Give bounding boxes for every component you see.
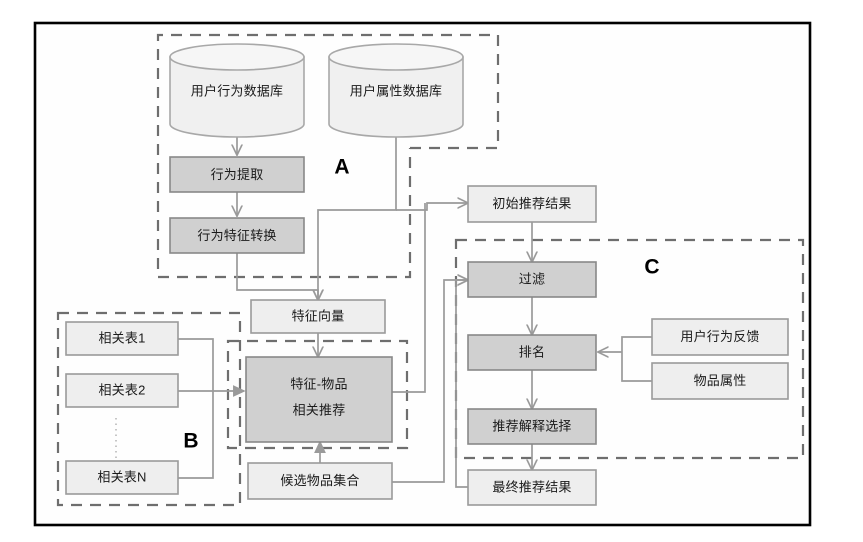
node-recommend-explanation-selection[interactable]: 推荐解释选择 — [467, 408, 597, 445]
node-box — [651, 318, 789, 356]
node-filter[interactable]: 过滤 — [467, 261, 597, 298]
cylinder-top — [328, 43, 464, 71]
node-box — [467, 185, 597, 223]
node-box — [467, 261, 597, 298]
node-relation-table-1[interactable]: 相关表1 — [65, 321, 179, 356]
group-label-b: B — [183, 430, 198, 453]
node-box — [65, 373, 179, 408]
node-feature-item-recommend[interactable]: 特征-物品 相关推荐 — [245, 356, 393, 443]
node-box — [651, 362, 789, 400]
group-region-b — [56, 311, 242, 507]
node-box — [250, 299, 386, 334]
node-relation-table-2[interactable]: 相关表2 — [65, 373, 179, 408]
connector-final-result-feedback-to-filter — [455, 280, 468, 488]
node-box — [247, 462, 393, 500]
cylinder-body — [328, 56, 464, 138]
node-box — [467, 334, 597, 371]
node-initial-recommend-result[interactable]: 初始推荐结果 — [467, 185, 597, 223]
node-box — [467, 408, 597, 445]
node-ranking[interactable]: 排名 — [467, 334, 597, 371]
group-region-c — [454, 238, 805, 460]
node-candidate-item-set[interactable]: 候选物品集合 — [247, 462, 393, 500]
node-final-recommend-result[interactable]: 最终推荐结果 — [467, 469, 597, 506]
group-label-c: C — [644, 256, 659, 279]
connector-recommend-to-initial-result — [392, 203, 426, 393]
connector-relation-tables-to-recommend — [178, 338, 244, 479]
group-region-a — [156, 33, 412, 279]
node-user-behavior-feedback[interactable]: 用户行为反馈 — [651, 318, 789, 356]
connector-attribute-db-to-initial-result — [396, 203, 468, 211]
connector-attribute-db-to-feature-vector — [318, 136, 397, 300]
node-user-attribute-db[interactable]: 用户属性数据库 — [328, 43, 464, 138]
cylinder-body — [169, 56, 305, 138]
node-box — [169, 217, 305, 254]
node-relation-table-n[interactable]: 相关表N — [65, 460, 179, 495]
node-behavior-extraction[interactable]: 行为提取 — [169, 156, 305, 193]
connector-feedback-attributes-to-ranking — [598, 336, 652, 382]
node-box — [65, 460, 179, 495]
group-region-middle-recommend — [226, 339, 409, 450]
node-behavior-feature-transform[interactable]: 行为特征转换 — [169, 217, 305, 254]
cylinder-top — [169, 43, 305, 71]
node-item-attribute[interactable]: 物品属性 — [651, 362, 789, 400]
node-feature-vector[interactable]: 特征向量 — [250, 299, 386, 334]
node-box — [467, 469, 597, 506]
group-label-a: A — [334, 156, 349, 179]
node-box — [169, 156, 305, 193]
node-box — [245, 356, 393, 443]
node-box — [65, 321, 179, 356]
node-user-behavior-db[interactable]: 用户行为数据库 — [169, 43, 305, 138]
group-region-a-upper-right — [410, 33, 500, 150]
